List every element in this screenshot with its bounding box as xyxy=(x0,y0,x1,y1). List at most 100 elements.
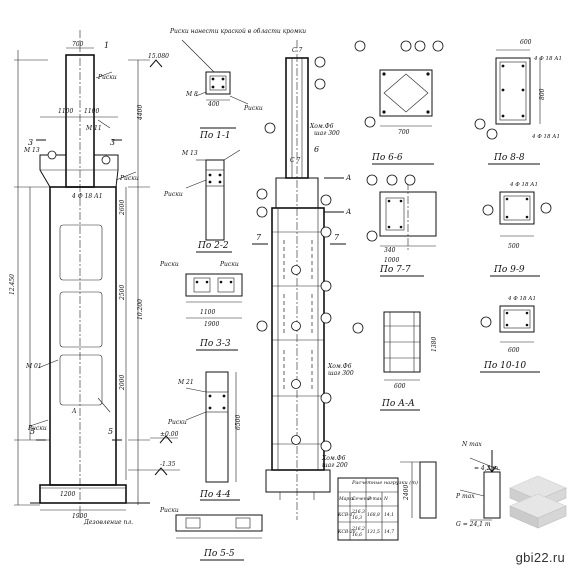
mark-rebar-2: 4 Ф 18 А1 xyxy=(533,56,562,62)
mark-m21: М 21 xyxy=(177,379,194,386)
dim-1380: 1380 xyxy=(431,337,438,352)
dim-1200: 1200 xyxy=(60,491,75,498)
label-3: 3 xyxy=(110,138,115,147)
section-title-7-7: По 7-7 xyxy=(379,265,411,275)
mark-m13: М 13 xyxy=(23,147,40,154)
section-7-7 xyxy=(366,174,437,277)
table-title: Расчетные нагрузки (т) xyxy=(351,479,418,486)
reinforcement-cage xyxy=(252,40,346,520)
label-shag-3: шаг 200 xyxy=(322,462,348,469)
label-a: А xyxy=(71,408,77,415)
dim-1100-c: 1100 xyxy=(200,309,215,316)
label-ground: Дезовление пл. xyxy=(83,519,133,526)
dim-1100: 1100 xyxy=(58,108,73,115)
section-title-6-6: По 6-6 xyxy=(371,153,403,163)
dim-600-b: 600 xyxy=(394,383,406,390)
table-row: КСВ-20 216,2 16,6 131,5 14,7 xyxy=(337,526,394,538)
table-cell: 168,8 xyxy=(367,512,380,518)
label-riski-7: Риски xyxy=(219,261,239,268)
level-minus: -1.35 xyxy=(160,461,176,468)
mark-c7: С 7 xyxy=(292,47,302,54)
label-5-b: 5 xyxy=(108,427,113,436)
label-riski-6: Риски xyxy=(159,261,179,268)
section-title-5-5: По 5-5 xyxy=(203,549,235,559)
column-elevation xyxy=(14,30,180,520)
table-cell: 14,1 xyxy=(384,512,394,518)
mark-m01: М 01 xyxy=(25,363,42,370)
label-riski-2: Риски xyxy=(119,175,139,182)
dim-1900-b: 1900 xyxy=(204,321,219,328)
label-shag-2: шаг 300 xyxy=(328,370,354,377)
dim-10200: 10.200 xyxy=(137,299,144,320)
label-hom-2: Хом.Ф6 xyxy=(327,363,352,370)
level-0: ±0.00 xyxy=(160,431,179,438)
section-title-8-8: По 8-8 xyxy=(493,153,525,163)
table-col-sech: Сечение xyxy=(352,496,372,502)
mark-m11: М 11 xyxy=(85,125,102,132)
section-title-10-10: По 10-10 xyxy=(483,361,526,371)
note-riski: Риски нанести краской в области кромки xyxy=(169,28,306,35)
mark-m13-b: М 13 xyxy=(181,150,198,157)
label-riski-8: Риски xyxy=(167,419,187,426)
table-row: КСВ-17 216,3 16,3 168,8 14,1 xyxy=(337,509,394,521)
dim-1000: 1000 xyxy=(384,257,399,264)
label-6: 6 xyxy=(314,145,319,154)
section-title-4-4: По 4-4 xyxy=(199,490,231,500)
dim-1100-b: 1100 xyxy=(84,108,99,115)
table-col-n: N xyxy=(383,496,389,502)
label-shag-1: шаг 300 xyxy=(314,130,340,137)
dim-2400: 2400 xyxy=(403,485,410,501)
table-col-mark: Марка xyxy=(338,496,355,502)
mark-rebar-5: 4 Ф 18 А1 xyxy=(507,296,536,302)
label-riski-5: Риски xyxy=(163,191,183,198)
section-title-3-3: По 3-3 xyxy=(199,339,231,349)
section-a-a xyxy=(352,311,421,411)
label-riski-3: Риски xyxy=(27,425,47,432)
column-elevation-labels: 700 1 Риски 1100 1100 М 11 М 13 3 3 Риск… xyxy=(9,41,179,526)
section-title-9-9: По 9-9 xyxy=(493,265,525,275)
section-1-1 xyxy=(181,39,249,129)
table-cell: 131,5 xyxy=(367,529,380,535)
load-table xyxy=(337,477,399,541)
section-title-a-a: По А-А xyxy=(381,399,415,409)
section-title-2-2: По 2-2 xyxy=(197,241,229,251)
section-2-2 xyxy=(185,149,241,253)
dim-340: 340 xyxy=(384,247,396,254)
dim-4400: 4400 xyxy=(137,105,144,121)
table-cell: 216,3 xyxy=(351,509,365,515)
dim-2600: 2600 xyxy=(119,200,126,216)
mark-rebar-3: 4 Ф 18 А1 xyxy=(531,134,560,140)
section-title-1-1: По 1-1 xyxy=(199,131,231,141)
label-riski-9: Риски xyxy=(159,507,179,514)
table-cell: 216,2 xyxy=(351,526,365,532)
label-hom-3: Хом.Ф6 xyxy=(321,455,346,462)
load-diagram xyxy=(400,450,501,521)
dim-400: 400 xyxy=(207,101,220,108)
logo-cubes-icon xyxy=(509,475,567,529)
dim-6500: 6500 xyxy=(235,415,242,430)
label-a-arrow-b: А xyxy=(345,208,351,216)
label-hom-1: Хом.Ф6 xyxy=(309,123,334,130)
label-load-1: G = 24,1 т xyxy=(456,521,491,528)
label-pmax: Р max xyxy=(455,493,475,500)
level-15080: 15.080 xyxy=(148,53,169,60)
section-4-4 xyxy=(185,371,240,501)
dim-600: 600 xyxy=(520,39,532,46)
label-3-b: 3 xyxy=(28,138,33,147)
dim-500: 500 xyxy=(508,243,520,250)
label-5: 5 xyxy=(30,427,35,436)
section-9-9 xyxy=(482,191,552,277)
mark-rebar: 4 Ф 18 А1 xyxy=(71,193,103,200)
watermark-text: gbi22.ru xyxy=(515,550,565,565)
mark-m8: М 8 xyxy=(185,91,198,98)
table-cell: КСВ-17 xyxy=(337,512,356,518)
section-10-10 xyxy=(480,305,540,373)
section-3-3 xyxy=(185,273,243,351)
dim-600-c: 600 xyxy=(508,347,520,354)
label-a-arrow: А xyxy=(345,174,351,182)
dim-700: 700 xyxy=(72,41,84,48)
table-cell: 14,7 xyxy=(384,529,394,535)
mark-c7-b: С 7 xyxy=(290,157,300,164)
